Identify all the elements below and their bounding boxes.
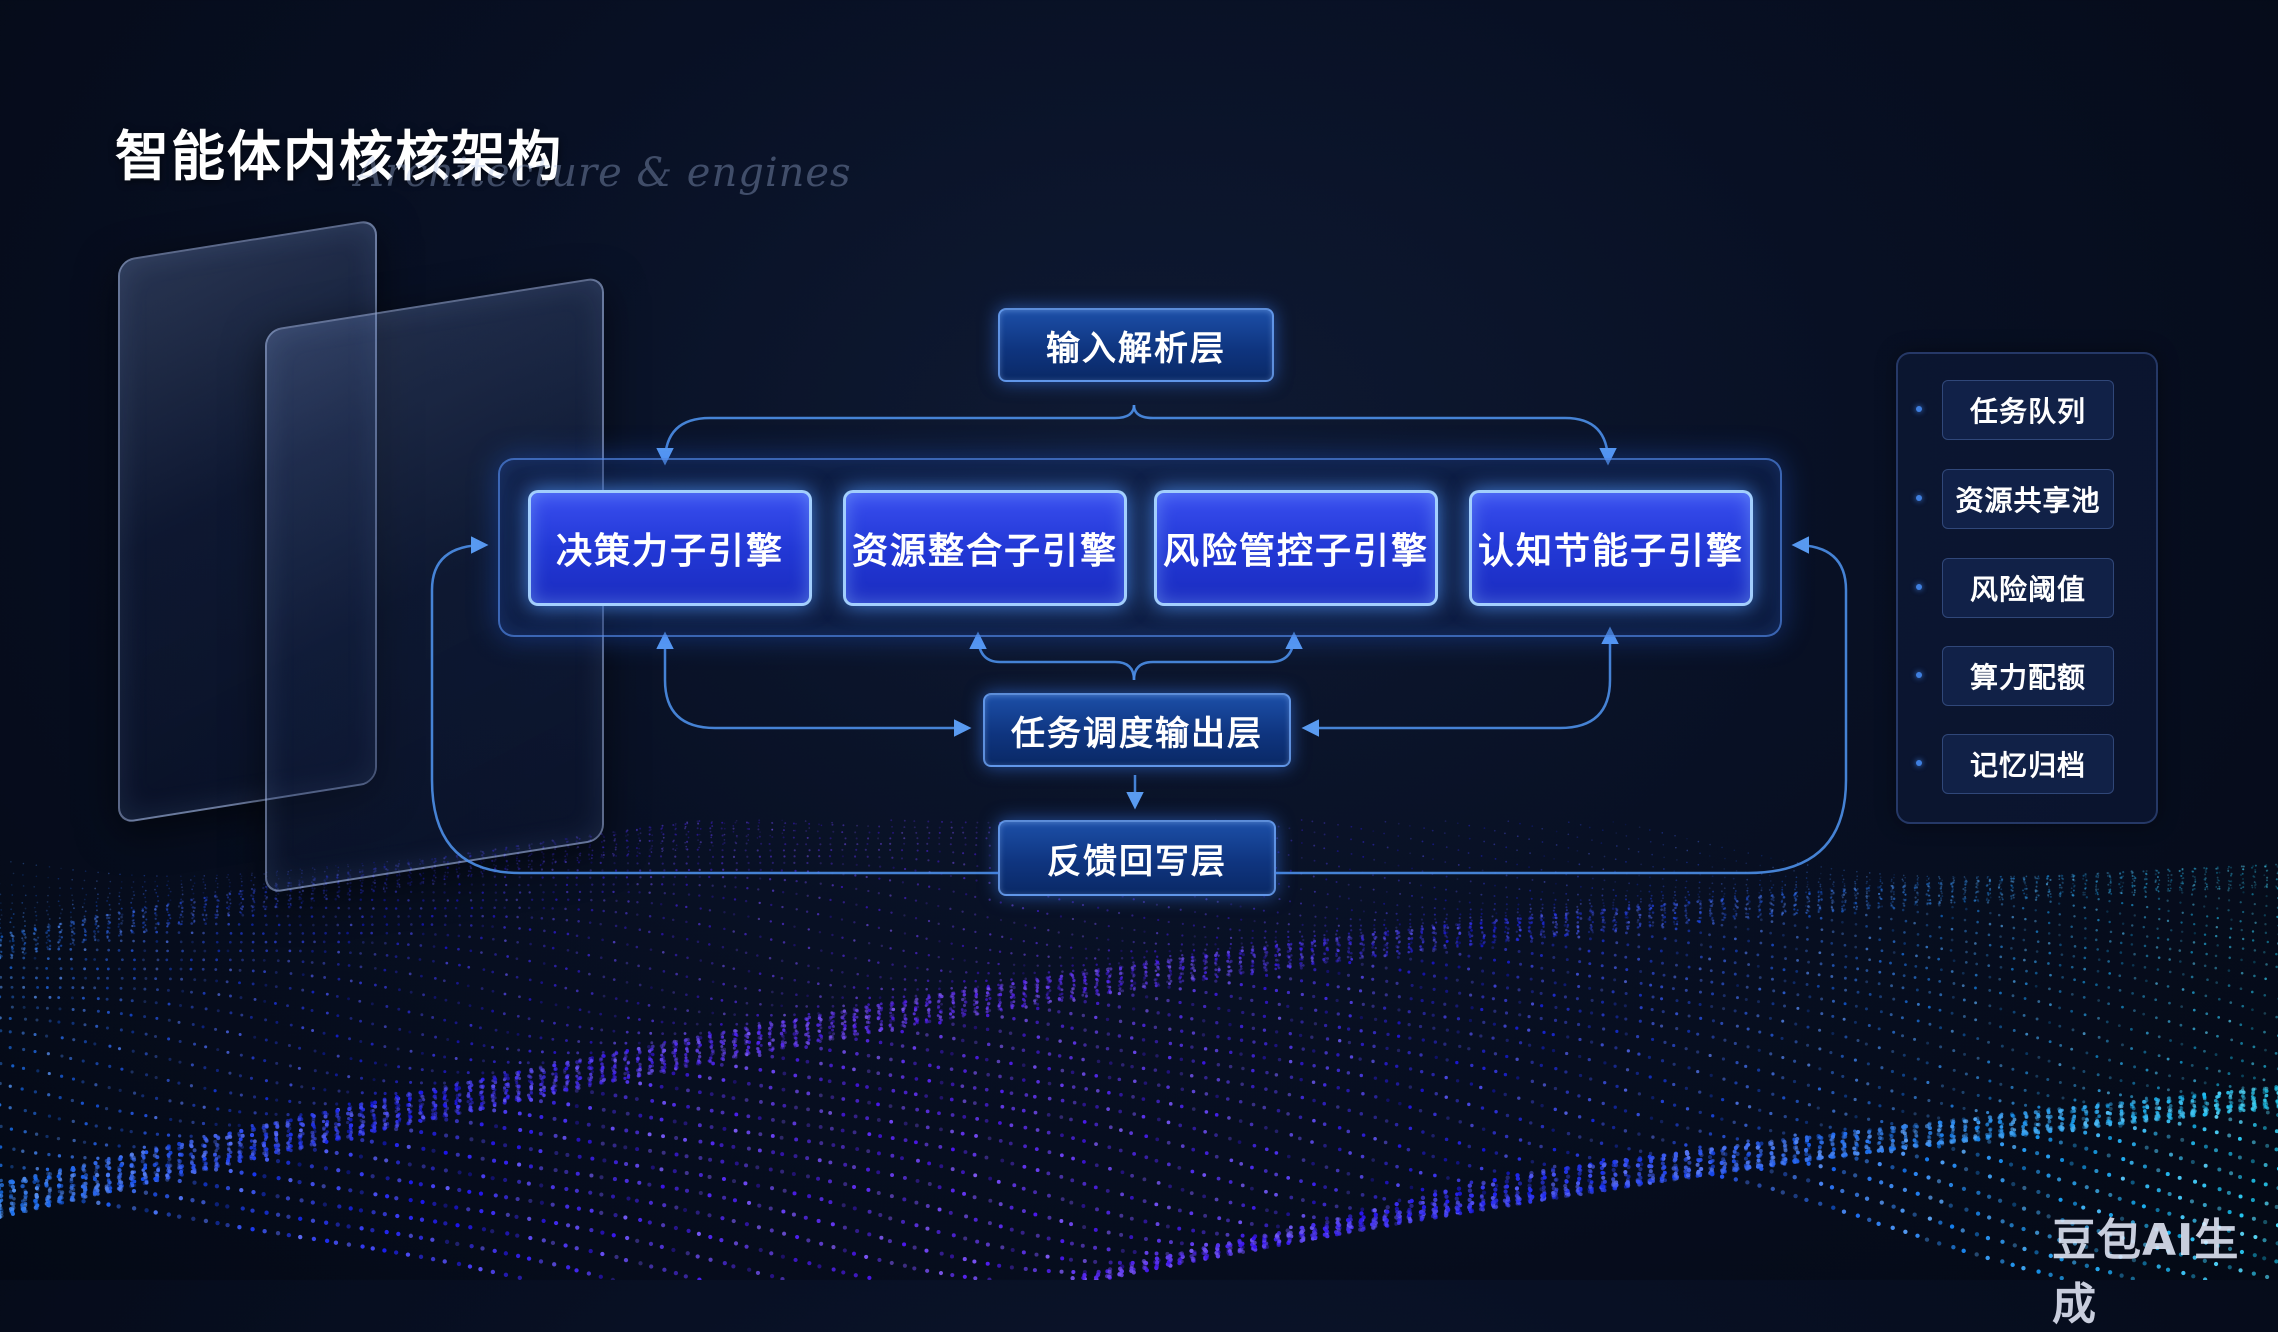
task-dispatch-output-layer: 任务调度输出层: [983, 693, 1291, 767]
bullet-dot: [1916, 760, 1922, 766]
input-parse-layer: 输入解析层: [998, 308, 1274, 382]
bullet-dot: [1916, 584, 1922, 590]
resource-item-task-queue: 任务队列: [1942, 380, 2114, 440]
watermark: 豆包AI生成: [2052, 1204, 2278, 1332]
bullet-dot: [1916, 495, 1922, 501]
resource-item-risk-threshold: 风险阈值: [1942, 558, 2114, 618]
resource-item-shared-pool: 资源共享池: [1942, 469, 2114, 529]
resource-item-compute-quota: 算力配额: [1942, 646, 2114, 706]
feedback-writeback-layer: 反馈回写层: [998, 820, 1276, 896]
resource-item-memory-archive: 记忆归档: [1942, 734, 2114, 794]
engine-resource-integration: 资源整合子引擎: [843, 490, 1127, 606]
engine-decision: 决策力子引擎: [528, 490, 812, 606]
engine-cognitive-saving: 认知节能子引擎: [1469, 490, 1753, 606]
title-script-decoration: Architecture & engines: [355, 150, 852, 196]
bullet-dot: [1916, 406, 1922, 412]
engine-risk-control: 风险管控子引擎: [1154, 490, 1438, 606]
bullet-dot: [1916, 672, 1922, 678]
